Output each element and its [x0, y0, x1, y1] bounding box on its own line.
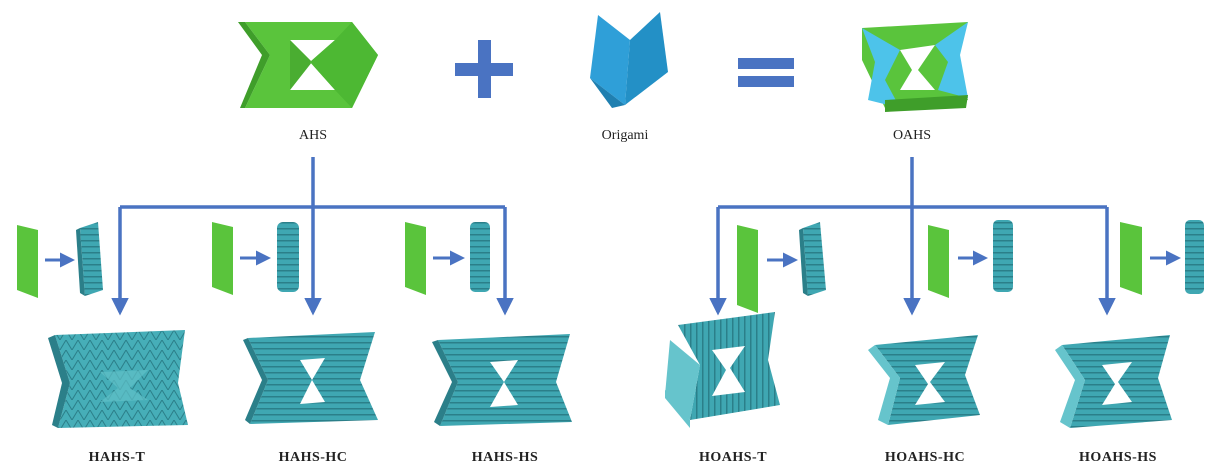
hoahs-hs-structure	[1055, 335, 1172, 428]
hahs-t-structure	[48, 330, 188, 428]
plus-sign-icon	[455, 40, 513, 98]
right-arrow-tree	[709, 157, 1116, 316]
origami-panel-to-triangular-strip	[737, 222, 826, 313]
origami-panel-to-honeycomb-strip	[928, 220, 1013, 298]
hoahs-hc-structure	[868, 335, 980, 425]
hoahs-t-structure	[665, 312, 780, 428]
equals-sign-icon	[738, 58, 794, 87]
hahs-hs-label: HAHS-HS	[471, 450, 539, 465]
hahs-t-label: HAHS-T	[88, 450, 146, 465]
hahs-hc-label: HAHS-HC	[278, 450, 348, 465]
hahs-hc-structure	[243, 332, 378, 424]
origami-fold	[590, 12, 668, 108]
panel-to-hexagonal-strip	[405, 222, 490, 295]
oahs-unit-cell	[862, 22, 968, 112]
ahs-label: AHS	[298, 128, 328, 143]
panel-to-triangular-strip	[17, 222, 103, 298]
hoahs-hc-label: HOAHS-HC	[884, 450, 966, 465]
origami-label: Origami	[601, 128, 649, 143]
left-arrow-tree	[111, 157, 514, 316]
origami-panel-to-hexagonal-strip	[1120, 220, 1204, 295]
hahs-hs-structure	[432, 334, 572, 426]
hoahs-t-label: HOAHS-T	[698, 450, 768, 465]
ahs-unit-cell	[238, 22, 378, 108]
hoahs-hs-label: HOAHS-HS	[1079, 450, 1157, 465]
panel-to-honeycomb-strip	[212, 222, 299, 295]
oahs-label: OAHS	[892, 128, 932, 143]
